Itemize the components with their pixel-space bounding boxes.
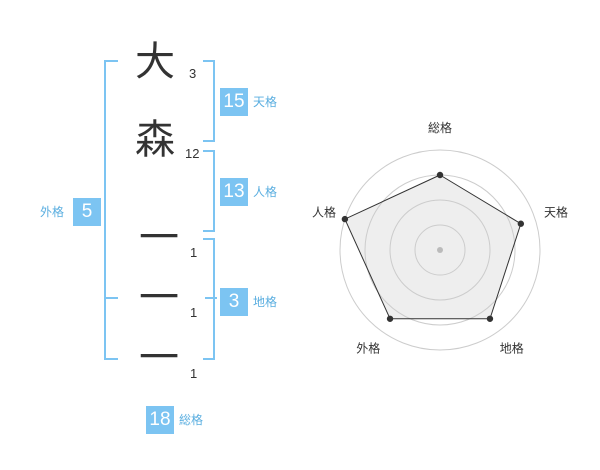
- radar-axis-label-3: 地格: [500, 341, 524, 356]
- radar-point-3: [486, 315, 494, 322]
- gaikaku-bracket: [104, 60, 118, 360]
- radar-center-dot: [437, 247, 443, 253]
- radar-ring-2: [389, 199, 491, 301]
- soukaku-value: 18: [146, 406, 174, 434]
- tenkaku-label: 天格: [253, 95, 278, 109]
- stroke-count-3: 1: [190, 245, 198, 260]
- chikaku-value: 3: [220, 288, 248, 316]
- chikaku-bracket-tick: [205, 297, 217, 299]
- stroke-count-1: 3: [189, 66, 197, 81]
- jinkaku-value: 13: [220, 178, 248, 206]
- stroke-count-2: 12: [185, 146, 200, 161]
- radar-axis-label-4: 外格: [356, 341, 380, 356]
- name-char-1: 大: [135, 39, 175, 85]
- radar-axis-label-1: 総格: [428, 120, 452, 135]
- chikaku-bracket: [203, 238, 215, 360]
- radar-outline: [344, 174, 522, 320]
- jinkaku-bracket: [203, 150, 215, 232]
- name-char-4: 一: [139, 275, 179, 321]
- radar-point-2: [517, 220, 525, 227]
- tenkaku-bracket: [203, 60, 215, 142]
- radar-point-5: [341, 215, 349, 223]
- radar-point-1: [436, 171, 444, 179]
- radar-axis-label-5: 人格: [312, 204, 336, 219]
- gaikaku-value: 5: [73, 198, 101, 226]
- chikaku-label: 地格: [253, 295, 278, 309]
- tenkaku-value: 15: [220, 88, 248, 116]
- stroke-count-4: 1: [190, 305, 198, 320]
- radar-axis-label-2: 天格: [544, 204, 568, 219]
- jinkaku-label: 人格: [253, 185, 278, 199]
- name-char-3: 一: [139, 215, 179, 261]
- radar-area: [344, 175, 521, 319]
- radar-point-4: [386, 315, 394, 322]
- gaikaku-label: 外格: [40, 205, 65, 219]
- stroke-count-5: 1: [190, 366, 198, 381]
- name-char-5: 一: [139, 335, 179, 381]
- soukaku-label: 総格: [179, 413, 204, 427]
- gaikaku-bracket-tick: [104, 297, 118, 299]
- name-char-2: 森: [135, 117, 175, 163]
- radar-ring-1: [414, 224, 466, 276]
